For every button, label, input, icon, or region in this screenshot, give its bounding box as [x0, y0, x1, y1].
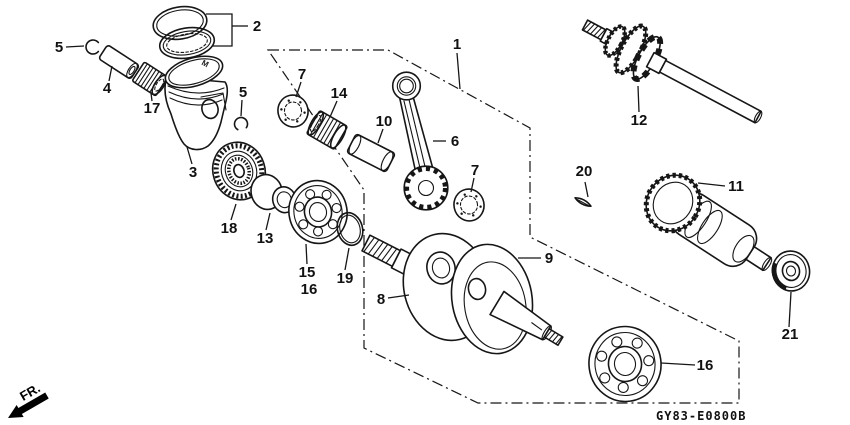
- callout-3: 3: [189, 164, 197, 181]
- circlip-left: [85, 39, 101, 55]
- callout-4: 4: [103, 80, 112, 97]
- balancer-shaft: [643, 172, 773, 272]
- callout-11: 11: [728, 178, 744, 195]
- piston-pin: [98, 45, 140, 79]
- callout-7-right: 7: [471, 162, 479, 179]
- piston-ring-set: [152, 5, 216, 60]
- callout-7-left: 7: [298, 66, 306, 83]
- ball-bearing-main-left: [288, 179, 348, 245]
- front-arrow-icon: [8, 404, 24, 418]
- primary-gear-shaft: [581, 19, 763, 124]
- ball-bearing-balancer: [771, 250, 811, 292]
- diagram-part-code: GY83-E0800B: [656, 409, 746, 423]
- callout-5-left: 5: [55, 39, 63, 56]
- thrust-washer-left: [277, 94, 309, 128]
- callout-9: 9: [545, 250, 553, 267]
- needle-bearing-large: [306, 110, 348, 150]
- callout-20: 20: [576, 163, 593, 180]
- ball-bearing-main-right: [588, 325, 662, 403]
- thrust-washer-right: [453, 188, 485, 222]
- callout-15: 15: [299, 264, 316, 281]
- oil-seal: [211, 141, 267, 201]
- snap-ring: [336, 211, 364, 247]
- piston: M: [164, 55, 229, 151]
- woodruff-key: [574, 196, 592, 208]
- callout-13: 13: [257, 230, 274, 247]
- callout-16-right: 16: [697, 357, 714, 374]
- callout-21: 21: [782, 326, 799, 343]
- callout-5-right: 5: [239, 84, 247, 101]
- callout-14: 14: [331, 85, 348, 102]
- circlip-right: [233, 116, 249, 132]
- callout-labels: 1 2 3 4 5 5 6 7 7 8 9 10 11 12 13 14 15 …: [55, 18, 799, 374]
- crank-pin: [346, 133, 396, 173]
- callout-12: 12: [631, 112, 648, 129]
- assembly-boundary: [266, 49, 740, 404]
- callout-17: 17: [144, 100, 161, 117]
- callout-2: 2: [253, 18, 261, 35]
- leader-lines: [65, 13, 792, 366]
- callout-19: 19: [337, 270, 354, 287]
- needle-bearing-small: [132, 61, 168, 97]
- callout-1: 1: [453, 36, 461, 53]
- crankshaft: [361, 232, 564, 355]
- callout-6: 6: [451, 133, 459, 150]
- callout-8: 8: [377, 291, 385, 308]
- callout-18: 18: [221, 220, 238, 237]
- callout-16-left: 16: [301, 281, 318, 298]
- callout-10: 10: [376, 113, 393, 130]
- piston-crown-mark: M: [200, 58, 210, 69]
- connecting-rod: [391, 71, 449, 211]
- front-direction-marker: FR.: [8, 380, 49, 418]
